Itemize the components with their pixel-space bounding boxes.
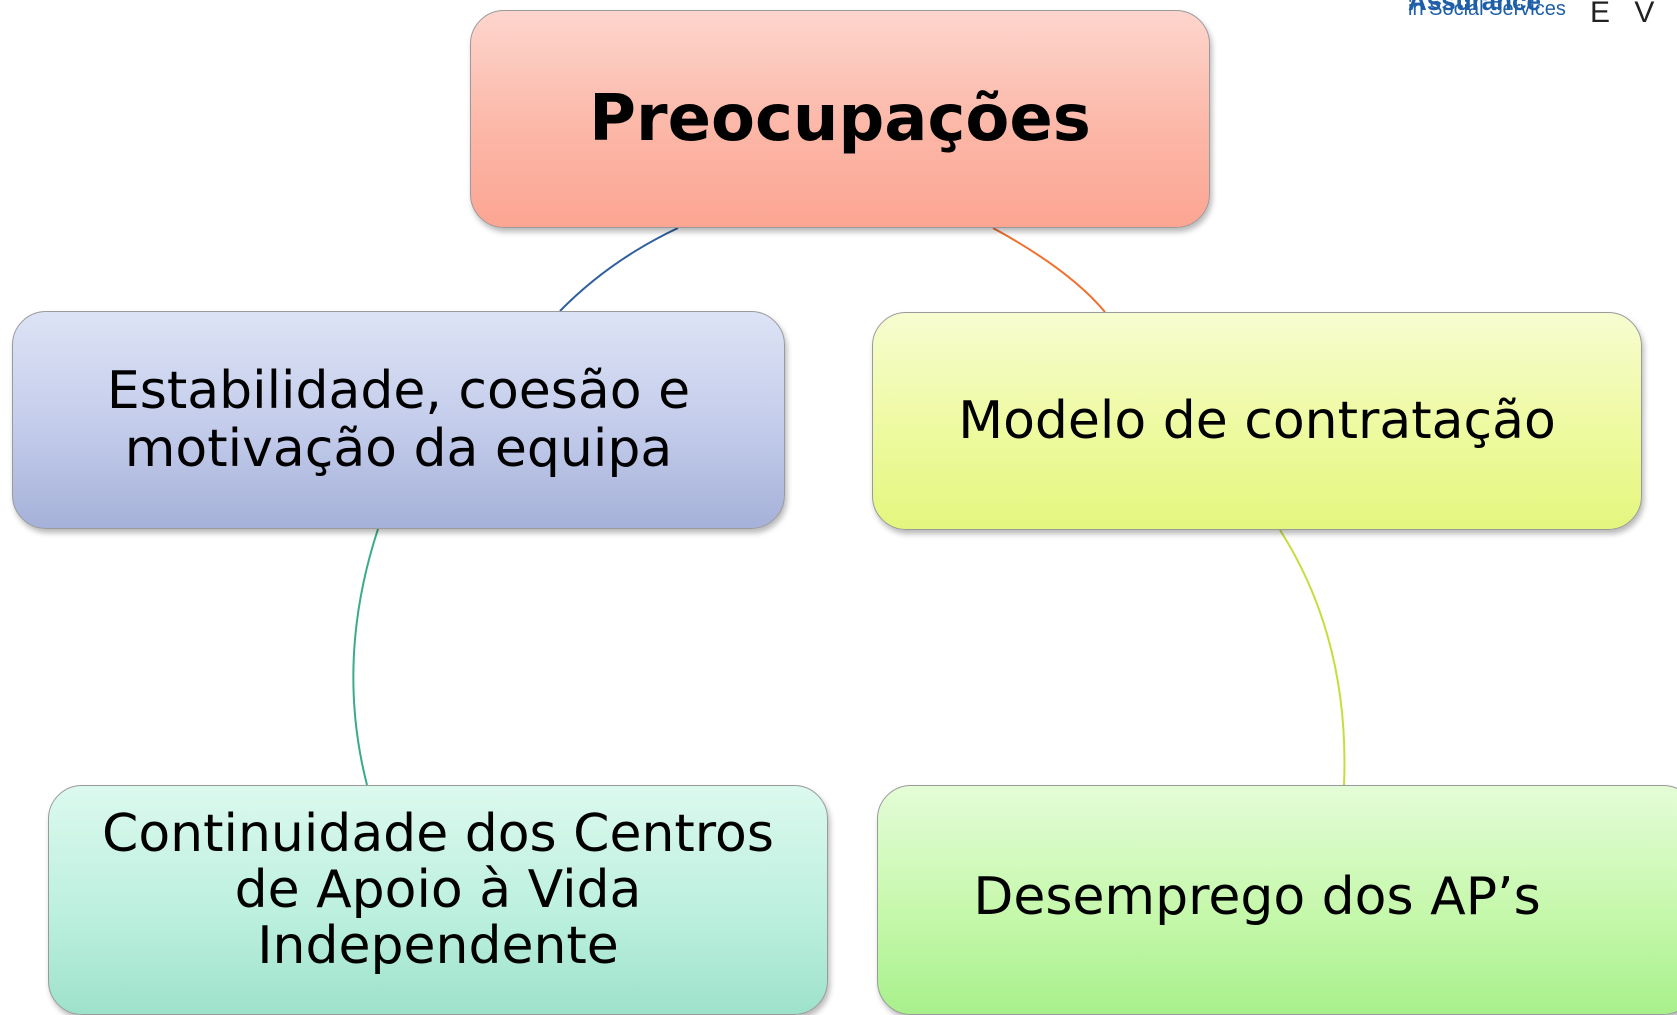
node-continuidade-line1: Continuidade dos Centros	[102, 804, 774, 864]
node-estabilidade-line1: Estabilidade, coesão e	[106, 361, 691, 421]
node-desemprego: Desemprego dos AP’s	[877, 785, 1677, 1015]
connector-estabilidade-continuidade	[352, 528, 379, 786]
node-modelo-label: Modelo de contratação	[958, 391, 1556, 451]
connector-root-estabilidade	[559, 227, 679, 312]
node-estabilidade-text: Estabilidade, coesão e motivação da equi…	[107, 362, 690, 478]
logo-mark: E V C	[1590, 0, 1677, 29]
node-continuidade-text: Continuidade dos Centros de Apoio à Vida…	[102, 806, 774, 974]
root-node-label: Preocupações	[589, 82, 1091, 156]
logo-line2: in Social Services	[1408, 0, 1566, 20]
node-estabilidade: Estabilidade, coesão e motivação da equi…	[12, 311, 785, 529]
node-continuidade-line3: Independente	[257, 916, 619, 976]
connector-root-modelo	[992, 227, 1106, 313]
connector-modelo-desemprego	[1279, 529, 1346, 786]
node-continuidade-line2: de Apoio à Vida	[234, 860, 642, 920]
node-continuidade: Continuidade dos Centros de Apoio à Vida…	[48, 785, 828, 1015]
node-estabilidade-line2: motivação da equipa	[124, 419, 673, 479]
root-node-preocupacoes: Preocupações	[470, 10, 1210, 228]
logo-line1: Assurance	[1408, 0, 1541, 16]
node-modelo-contratacao: Modelo de contratação	[872, 312, 1642, 530]
node-desemprego-label: Desemprego dos AP’s	[973, 867, 1541, 927]
logo: Assurance in Social Services E V C	[1408, 0, 1677, 30]
